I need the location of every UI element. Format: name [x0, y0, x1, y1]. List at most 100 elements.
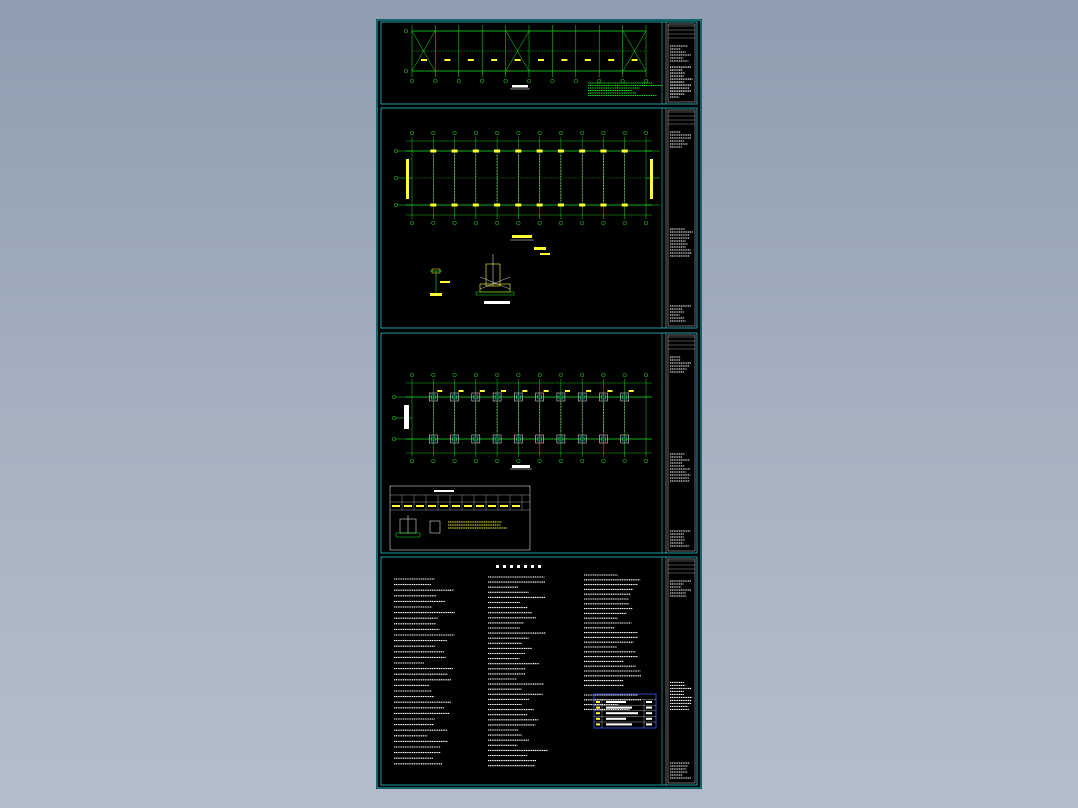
foundation-plan-title-block [667, 334, 696, 552]
footing-mark [450, 392, 459, 402]
note-label [534, 247, 546, 250]
footing-label [479, 390, 485, 392]
pier-mark [579, 394, 585, 400]
member-label [491, 59, 498, 61]
footing-mark [556, 434, 566, 444]
footing-mark [620, 434, 629, 444]
pier-mark [579, 436, 585, 442]
column-mark [600, 203, 607, 207]
footing-mark [577, 392, 587, 402]
panel-roof-framing-plan [380, 21, 698, 105]
footing-mark [471, 392, 481, 402]
member-label [608, 59, 615, 61]
foundation-plan-grid [391, 372, 652, 470]
index-title [606, 701, 626, 703]
footing-label [564, 390, 570, 392]
pier-mark [494, 436, 500, 442]
drawing-caption [512, 465, 530, 468]
footing-label [607, 390, 613, 392]
column-mark [621, 149, 628, 153]
pier-mark [622, 394, 628, 400]
grid-bubble [393, 148, 399, 154]
column-mark [472, 149, 479, 153]
footing-mark [535, 392, 544, 402]
pier-mark [452, 394, 457, 400]
column-mark [451, 203, 458, 207]
grid-bubble [643, 220, 649, 226]
title-block-frame [667, 109, 696, 327]
grid-bubble [433, 78, 438, 84]
grid-bubble [601, 458, 606, 464]
footing-mark [492, 434, 502, 444]
footing-label [437, 390, 443, 392]
grid-bubble [601, 130, 606, 136]
pier-mark [558, 436, 564, 442]
pier-mark [473, 394, 479, 400]
column-mark [494, 203, 501, 207]
index-number [596, 723, 600, 726]
grid-bubble [409, 130, 415, 136]
grid-bubble [537, 220, 542, 226]
pier-mark [516, 436, 521, 442]
notes-heading-char [538, 565, 541, 568]
index-sheet [646, 712, 652, 715]
grid-bubble [516, 458, 521, 464]
drawing-caption [512, 85, 528, 88]
pier-mark [452, 436, 457, 442]
roof-plan-title-block [667, 23, 696, 103]
grid-bubble [622, 372, 627, 378]
column-mark [600, 149, 607, 153]
column-mark [621, 203, 628, 207]
grid-bubble [643, 372, 649, 378]
general-notes-text [394, 565, 642, 767]
grid-bubble [409, 458, 415, 464]
sheet-border [376, 19, 702, 789]
footing-mark [620, 392, 629, 402]
dimension-label [650, 159, 653, 199]
grid-bubble [495, 130, 500, 136]
grid-bubble [537, 130, 542, 136]
notes-heading-char [510, 565, 513, 568]
schedule-value [404, 505, 412, 507]
column-mark [515, 149, 522, 153]
grid-bubble [473, 130, 478, 136]
column-mark [536, 149, 543, 153]
column-mark [430, 149, 437, 153]
column-mark [472, 203, 479, 207]
footing-mark [556, 392, 566, 402]
schedule-value [452, 505, 460, 507]
pier-mark [537, 394, 542, 400]
grid-bubble [550, 78, 555, 84]
grid-bubble [431, 372, 436, 378]
grid-bubble [431, 458, 436, 464]
column-mark [557, 203, 564, 207]
grid-bubble [473, 372, 478, 378]
footing-mark [450, 434, 459, 444]
footing [475, 291, 515, 296]
schedule-value [392, 505, 400, 507]
grid-bubble [622, 458, 627, 464]
footing-mark [471, 434, 481, 444]
grid-bubble [573, 78, 578, 84]
grid-bubble [452, 130, 457, 136]
pier-mark [473, 436, 479, 442]
column-base-details [430, 247, 550, 304]
foundation-schedule-table [389, 485, 531, 551]
detail-label [440, 281, 450, 283]
pier-mark [558, 394, 564, 400]
grid-bubble [526, 78, 532, 84]
roof-plan-grid [403, 25, 649, 90]
dimension-label [406, 159, 409, 199]
grid-bubble [597, 78, 602, 84]
member-label [421, 59, 427, 61]
grid-bubble [495, 458, 500, 464]
schedule-title [434, 490, 454, 492]
schedule-value [428, 505, 436, 507]
index-title [606, 706, 632, 709]
schedule-value [476, 505, 484, 507]
grid-bubble [643, 130, 649, 136]
grid-bubble [452, 458, 457, 464]
notes-heading-char [531, 565, 534, 568]
detail-caption [484, 301, 510, 304]
column-plan-grid [393, 130, 660, 241]
